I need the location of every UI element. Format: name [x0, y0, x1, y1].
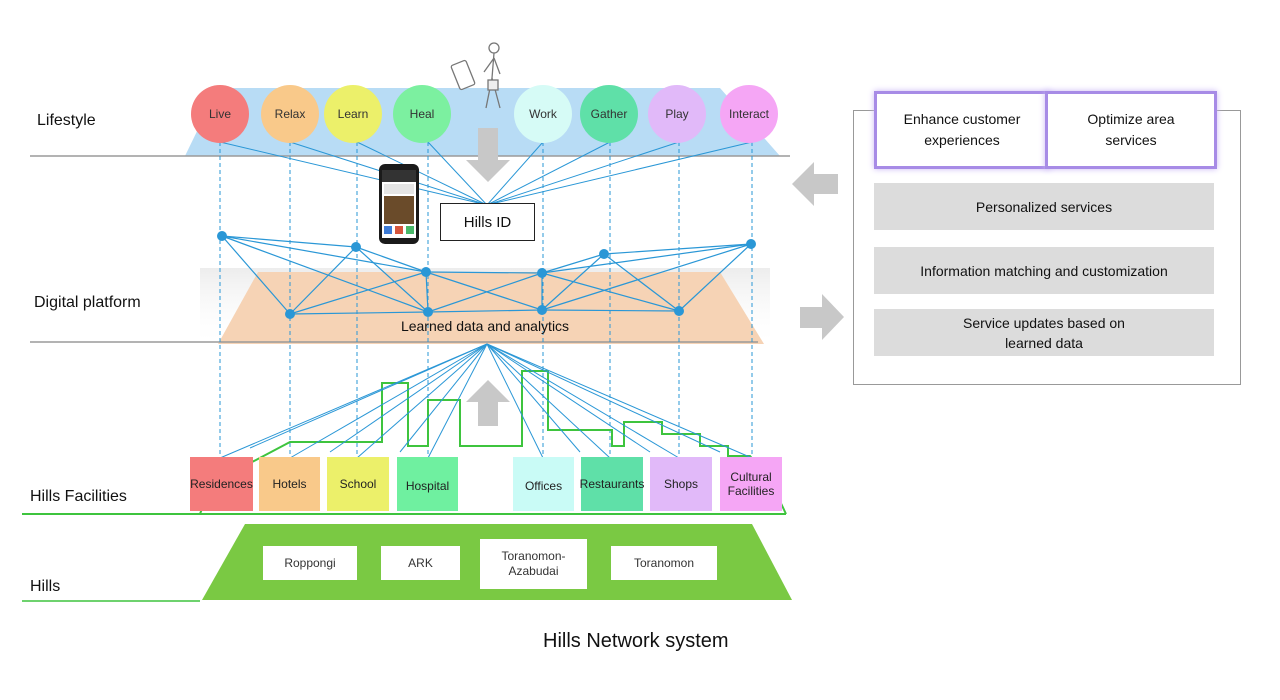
location-box-ark: ARK [381, 546, 460, 580]
person-with-phone-icon [450, 42, 501, 109]
lifestyle-label: Interact [728, 107, 770, 121]
facility-label: Shops [663, 477, 699, 491]
service-updates: Service updates based on learned data [874, 309, 1214, 356]
lifestyle-label: Live [208, 107, 231, 121]
lifestyle-circle: Interact [720, 85, 778, 143]
facility-label: Offices [524, 479, 563, 493]
facility-label: Cultural Facilities [727, 470, 775, 498]
lifestyle-label: Heal [409, 107, 435, 121]
facility-box: Restaurants [579, 457, 645, 511]
layer-label-hills: Hills [30, 578, 61, 595]
layer-label-digital-platform: Digital platform [34, 294, 141, 311]
layer-label-hills-facilities: Hills Facilities [30, 488, 127, 505]
diagram-caption: Hills Network system [543, 630, 729, 652]
lifestyle-label: Work [529, 107, 557, 121]
arrow-down-icon [466, 128, 510, 182]
service-information-matching: Information matching and customization [874, 247, 1214, 294]
facility-label: Residences [190, 477, 253, 491]
facility-label: School [339, 477, 377, 491]
lifestyle-circle: Gather [580, 85, 638, 143]
platform-band [218, 272, 764, 344]
goal-optimize-services: Optimize area services [1045, 91, 1217, 169]
service-personalized: Personalized services [874, 183, 1214, 230]
lifestyle-label: Play [665, 107, 689, 121]
skyline [199, 370, 787, 515]
lifestyle-circle: Live [191, 85, 249, 143]
facility-box: School [327, 457, 389, 511]
lifestyle-circle: Work [514, 85, 572, 143]
lifestyle-circle: Relax [261, 85, 319, 143]
facility-box: Shops [650, 457, 712, 511]
facility-box: Hospital [397, 457, 458, 511]
hills-id-box: Hills ID [440, 203, 535, 241]
facility-label: Restaurants [579, 477, 645, 491]
lifestyle-circle: Heal [393, 85, 451, 143]
smartphone-app-icon [379, 164, 419, 244]
facility-label: Hospital [405, 479, 450, 493]
facility-box: Cultural Facilities [720, 457, 782, 511]
goal-enhance-experiences: Enhance customer experiences [874, 91, 1050, 169]
arrow-right-icon [800, 294, 844, 340]
facility-box: Residences [190, 457, 253, 511]
lifestyle-circle: Learn [324, 85, 382, 143]
arrow-up-icon [466, 380, 510, 426]
location-box-roppongi: Roppongi [263, 546, 357, 580]
lifestyle-label: Gather [590, 107, 628, 121]
lifestyle-circle: Play [648, 85, 706, 143]
lifestyle-label: Relax [274, 107, 306, 121]
layer-label-lifestyle: Lifestyle [37, 112, 96, 129]
facility-box: Offices [513, 457, 574, 511]
analytics-label: Learned data and analytics [400, 318, 570, 334]
location-box-toranomon: Toranomon [611, 546, 717, 580]
location-box-toranomon-azabudai: Toranomon- Azabudai [480, 539, 587, 589]
lifestyle-label: Learn [337, 107, 369, 121]
facility-label: Hotels [272, 477, 307, 491]
facility-box: Hotels [259, 457, 320, 511]
arrow-left-icon [792, 162, 838, 206]
